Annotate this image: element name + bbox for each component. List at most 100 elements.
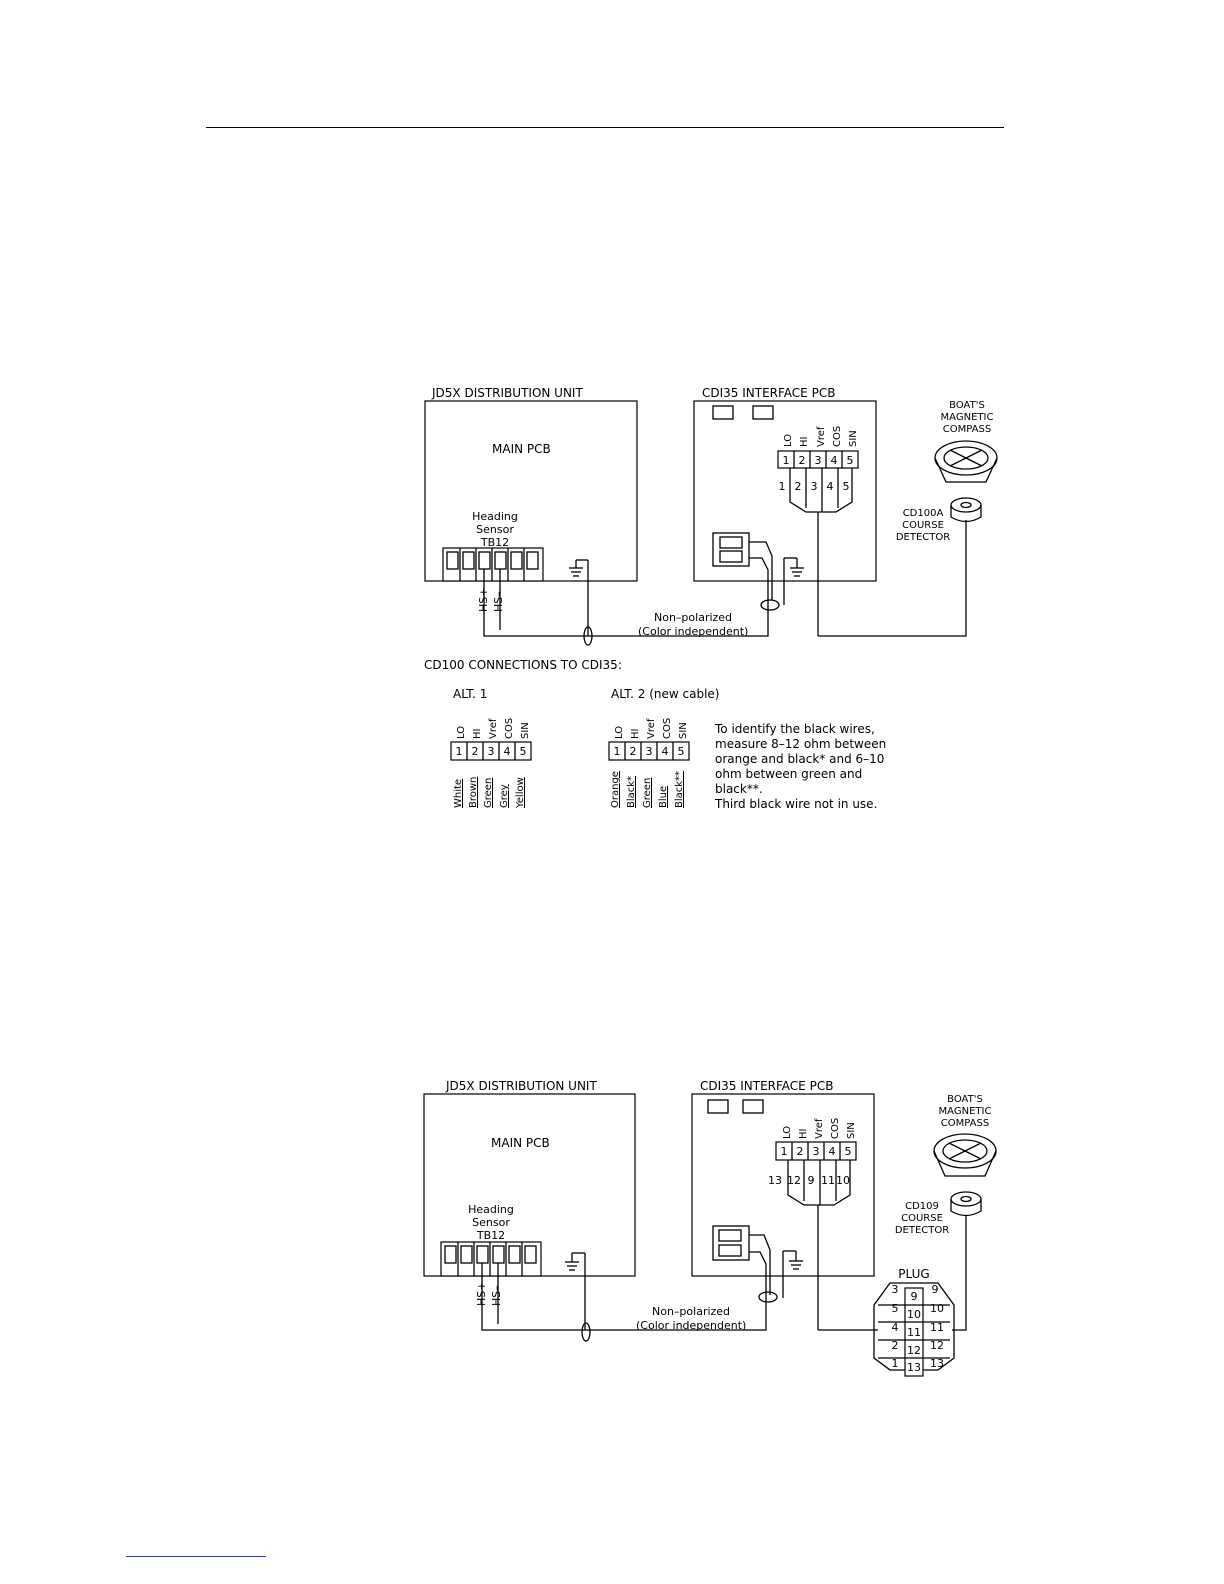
footer-link-underline[interactable]: [126, 1556, 266, 1557]
svg-text:MAGNETIC: MAGNETIC: [939, 1106, 992, 1117]
svg-text:Vref: Vref: [814, 1118, 825, 1139]
svg-text:HI: HI: [798, 1129, 809, 1139]
svg-text:LO: LO: [456, 726, 467, 739]
svg-text:10: 10: [836, 1174, 850, 1187]
ground-symbol-3: [565, 1252, 585, 1271]
cdi35-connector: [712, 532, 773, 600]
svg-text:5: 5: [847, 454, 854, 467]
svg-text:5: 5: [892, 1302, 899, 1315]
alt1-color-5: Yellow: [515, 777, 526, 809]
svg-text:4: 4: [831, 454, 838, 467]
note-line-2: measure 8–12 ohm between: [715, 737, 886, 751]
color-independent-label-2: (Color independent): [636, 1319, 746, 1332]
ground-symbol-2: [783, 557, 804, 605]
heading-label: Heading: [472, 510, 518, 523]
cdi35-wires: 1 2 3 4 5: [779, 468, 853, 636]
alt2-color-5: Black**: [674, 771, 685, 808]
alt1-color-2: Brown: [468, 777, 479, 808]
svg-text:LO: LO: [782, 1126, 793, 1139]
alt2-color-1: Orange: [610, 771, 621, 808]
plug-label: PLUG: [898, 1267, 929, 1281]
plug-connector: PLUG 9 10 11 12 13 3 5 4 2 1 9: [873, 1267, 955, 1377]
detector-label-1: CD100A: [903, 508, 944, 519]
alt2-label: ALT. 2 (new cable): [611, 687, 720, 701]
compass-label-2: MAGNETIC: [941, 412, 994, 423]
alt1-terminal-block: 1 2 3 4 5: [450, 741, 532, 761]
alt2-terminal-block: 1 2 3 4 5: [608, 741, 690, 761]
diagram-cd109: JD5X DISTRIBUTION UNIT MAIN PCB Heading …: [423, 1079, 997, 1377]
compass-icon: [934, 440, 998, 483]
term-label-lo: LO: [783, 434, 794, 447]
svg-text:4: 4: [829, 1145, 836, 1158]
cdi35-wires-2: 13 12 9 11 10: [768, 1160, 851, 1330]
hs-minus-label: HS–: [492, 591, 505, 612]
svg-text:2: 2: [799, 454, 806, 467]
heading-label-2: Heading: [468, 1203, 514, 1216]
svg-text:Vref: Vref: [488, 718, 499, 739]
cdi35-terminal-block-2: 1 2 3 4 5: [775, 1141, 857, 1161]
compass-icon-2: [933, 1133, 997, 1177]
alt2-color-2: Black*: [626, 776, 637, 808]
tb12-label-2: TB12: [476, 1229, 505, 1242]
alt1-color-3: Green: [483, 778, 494, 808]
svg-text:SIN: SIN: [520, 722, 531, 739]
svg-text:SIN: SIN: [678, 722, 689, 739]
note-line-3: orange and black* and 6–10: [715, 752, 884, 766]
svg-text:2: 2: [472, 745, 479, 758]
jd5x-title-2: JD5X DISTRIBUTION UNIT: [445, 1079, 597, 1093]
svg-text:1: 1: [456, 745, 463, 758]
svg-text:10: 10: [930, 1302, 944, 1315]
term-label-sin: SIN: [848, 430, 859, 447]
svg-text:12: 12: [930, 1339, 944, 1352]
svg-text:2: 2: [797, 1145, 804, 1158]
diagram-cd100a: JD5X DISTRIBUTION UNIT MAIN PCB Heading …: [424, 386, 998, 646]
svg-text:LO: LO: [614, 726, 625, 739]
svg-text:5: 5: [520, 745, 527, 758]
sensor-label-2: Sensor: [472, 1216, 510, 1229]
svg-text:1: 1: [783, 454, 790, 467]
svg-text:HI: HI: [472, 729, 483, 739]
compass-label-1: BOAT'S: [949, 400, 985, 411]
svg-text:3: 3: [811, 480, 818, 493]
nonpolarized-label-2: Non–polarized: [652, 1305, 730, 1318]
course-detector-icon-2: [950, 1191, 982, 1217]
tb12-terminal-block: [442, 547, 544, 582]
svg-text:COURSE: COURSE: [901, 1213, 943, 1224]
cd100-connections: CD100 CONNECTIONS TO CDI35: ALT. 1 ALT. …: [424, 658, 886, 811]
compass-label-3: COMPASS: [943, 424, 991, 435]
header-rule: [206, 127, 1004, 128]
svg-text:9: 9: [808, 1174, 815, 1187]
term-label-cos: COS: [832, 426, 843, 447]
alt2-color-4: Blue: [658, 786, 669, 808]
svg-text:COS: COS: [504, 718, 515, 739]
svg-text:11: 11: [930, 1321, 944, 1334]
nonpolarized-label: Non–polarized: [654, 611, 732, 624]
cable-shield-2: [760, 599, 780, 611]
tb12-label: TB12: [480, 536, 509, 549]
main-pcb-label: MAIN PCB: [492, 442, 551, 456]
svg-text:3: 3: [646, 745, 653, 758]
svg-text:3: 3: [488, 745, 495, 758]
svg-text:Vref: Vref: [646, 718, 657, 739]
cdi35-box-2: [691, 1093, 875, 1277]
svg-text:3: 3: [892, 1283, 899, 1296]
svg-text:2: 2: [892, 1339, 899, 1352]
svg-text:1: 1: [614, 745, 621, 758]
detector-label-2: COURSE: [902, 520, 944, 531]
svg-text:COS: COS: [662, 718, 673, 739]
svg-text:4: 4: [662, 745, 669, 758]
note-line-4: ohm between green and: [715, 767, 862, 781]
cable-shield-3: [581, 1322, 591, 1342]
svg-text:3: 3: [813, 1145, 820, 1158]
svg-text:13: 13: [768, 1174, 782, 1187]
term-label-hi: HI: [799, 437, 810, 447]
svg-text:BOAT'S: BOAT'S: [947, 1094, 983, 1105]
svg-text:4: 4: [504, 745, 511, 758]
compass-cable-2: [952, 1215, 967, 1331]
cdi35-terminal-block: 1 2 3 4 5: [777, 450, 859, 469]
svg-text:1: 1: [781, 1145, 788, 1158]
svg-text:9: 9: [932, 1283, 939, 1296]
svg-text:4: 4: [827, 480, 834, 493]
svg-text:13: 13: [930, 1357, 944, 1370]
